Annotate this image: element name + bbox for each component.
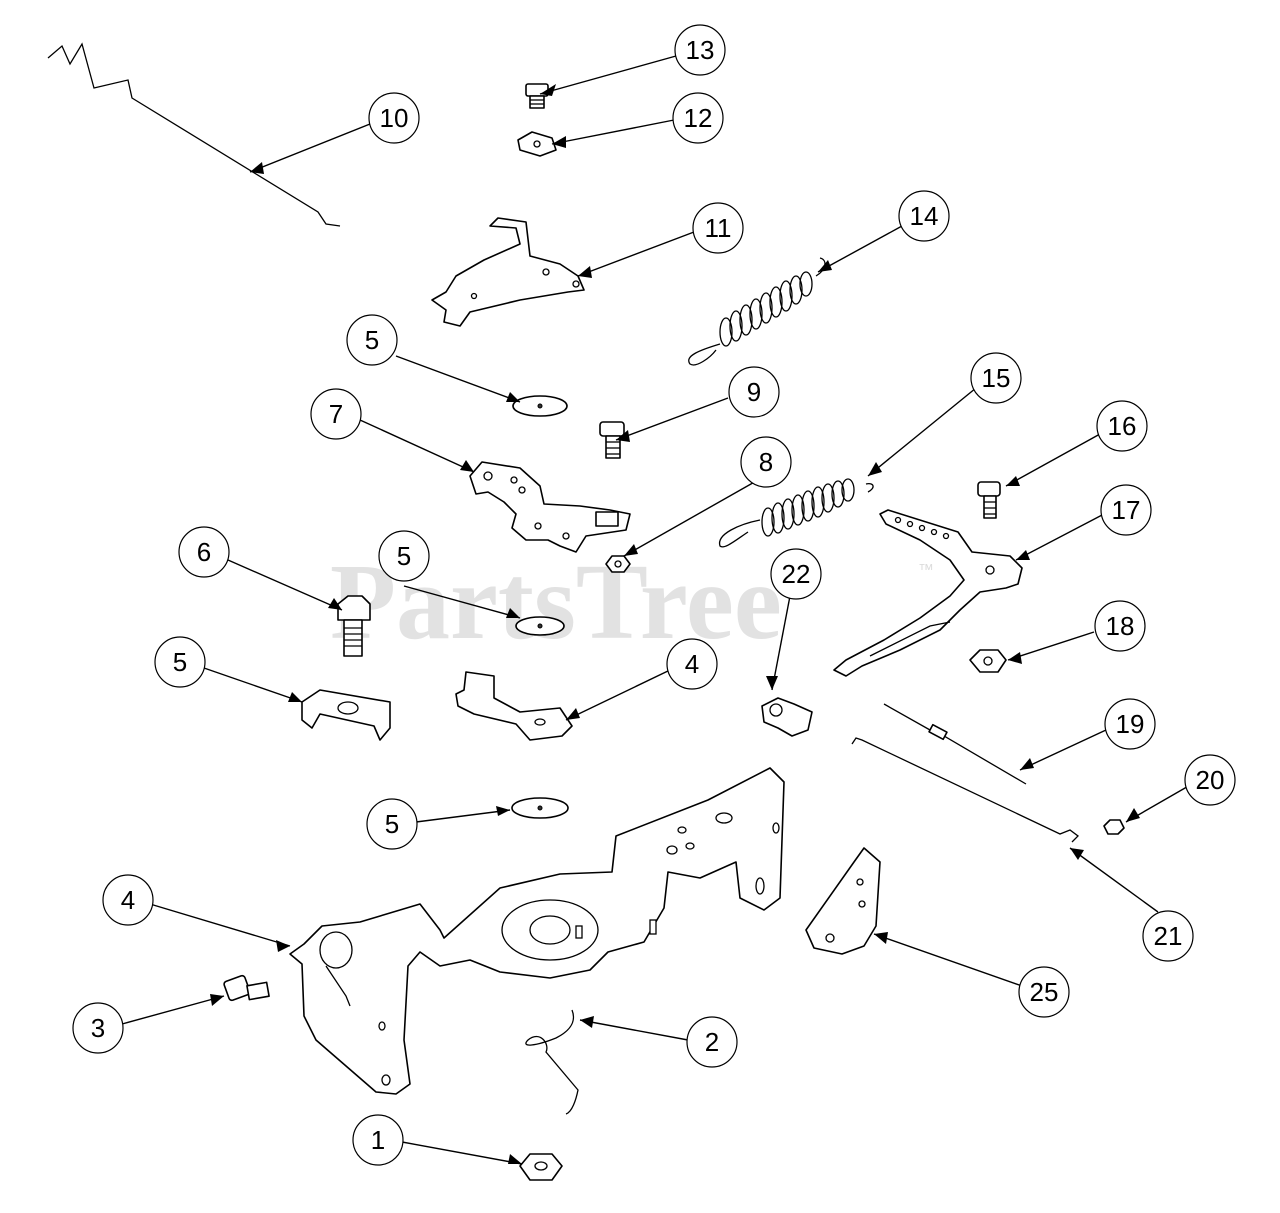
callout-6[interactable]: 4: [666, 638, 718, 690]
part-15-screw[interactable]: [525, 83, 549, 109]
callout-1[interactable]: 1: [352, 1114, 404, 1166]
leader-arrowheads: [210, 84, 1140, 1164]
callout-22-label: 20: [1196, 765, 1225, 795]
part-18-screw[interactable]: [977, 481, 1001, 519]
part-11-screw[interactable]: [599, 421, 625, 459]
part-20-nut[interactable]: [969, 649, 1007, 673]
callout-13[interactable]: 11: [692, 202, 744, 254]
callout-23-label: 21: [1154, 921, 1183, 951]
part-16-long-spring[interactable]: [688, 257, 826, 366]
leader-lines: [121, 55, 1193, 1165]
callout-21-label: 19: [1116, 709, 1145, 739]
callout-9-label: 7: [329, 399, 343, 429]
callout-19-label: 17: [1112, 495, 1141, 525]
callout-20-label: 18: [1106, 611, 1135, 641]
callout-15[interactable]: 13: [674, 24, 726, 76]
part-3-screw[interactable]: [223, 974, 270, 1002]
part-13-throttle-bracket[interactable]: [431, 217, 585, 327]
callout-21[interactable]: 19: [1104, 698, 1156, 750]
callout-20[interactable]: 18: [1094, 600, 1146, 652]
part-22-nut[interactable]: [1103, 819, 1125, 835]
callout-4-label: 4: [121, 885, 135, 915]
callout-5-bottom[interactable]: 5: [366, 798, 418, 850]
part-5-washer-middle[interactable]: [515, 616, 565, 636]
callout-24[interactable]: 22: [770, 548, 822, 600]
callout-11-label: 9: [747, 377, 761, 407]
callout-3-label: 3: [91, 1013, 105, 1043]
callout-8[interactable]: 6: [178, 526, 230, 578]
callout-12-label: 10: [380, 103, 409, 133]
callout-5-middle[interactable]: 5: [378, 530, 430, 582]
callout-5-middle-label: 5: [397, 541, 411, 571]
part-5-washer-bottom[interactable]: [511, 797, 569, 819]
callout-11[interactable]: 9: [728, 366, 780, 418]
callout-12[interactable]: 10: [368, 92, 420, 144]
callout-25-label: 25: [1030, 977, 1059, 1007]
callout-3[interactable]: 3: [72, 1002, 124, 1054]
callout-4[interactable]: 4: [102, 874, 154, 926]
callout-18-label: 16: [1108, 411, 1137, 441]
callout-16-label: 14: [910, 201, 939, 231]
callout-5-top[interactable]: 5: [346, 314, 398, 366]
part-25-small-plate[interactable]: [805, 847, 881, 955]
callout-18[interactable]: 16: [1096, 400, 1148, 452]
part-12-governor-link-rod[interactable]: [47, 42, 341, 227]
callout-15-label: 13: [686, 35, 715, 65]
callout-6-label: 4: [685, 649, 699, 679]
part-1-nut[interactable]: [519, 1153, 563, 1181]
callout-24-label: 22: [782, 559, 811, 589]
callout-8-label: 6: [197, 537, 211, 567]
callout-16[interactable]: 14: [898, 190, 950, 242]
callout-7-label: 5: [173, 647, 187, 677]
callout-5-top-label: 5: [365, 325, 379, 355]
callout-17[interactable]: 15: [970, 352, 1022, 404]
callout-14[interactable]: 12: [672, 92, 724, 144]
callout-25[interactable]: 25: [1018, 966, 1070, 1018]
part-17-short-spring[interactable]: [719, 478, 874, 548]
callout-14-label: 12: [684, 103, 713, 133]
callout-10[interactable]: 8: [740, 436, 792, 488]
part-14-washer[interactable]: [517, 131, 557, 157]
part-6-lever-plate[interactable]: [455, 671, 573, 741]
part-9-governor-lever[interactable]: [469, 461, 631, 553]
part-4-control-bracket[interactable]: [289, 767, 785, 1095]
part-7-bracket[interactable]: [301, 689, 391, 741]
callout-19[interactable]: 17: [1100, 484, 1152, 536]
part-21-wire-link[interactable]: [883, 703, 1027, 785]
watermark-trademark: ™: [918, 562, 934, 579]
callout-2[interactable]: 2: [686, 1016, 738, 1068]
callout-13-label: 11: [705, 213, 732, 243]
callout-7[interactable]: 5: [154, 636, 206, 688]
part-5-washer-top[interactable]: [512, 395, 568, 417]
part-8-shoulder-bolt[interactable]: [337, 595, 371, 657]
callout-17-label: 15: [982, 363, 1011, 393]
callout-9[interactable]: 7: [310, 388, 362, 440]
callout-5-bottom-label: 5: [385, 809, 399, 839]
callout-22[interactable]: 20: [1184, 754, 1236, 806]
callout-1-label: 1: [371, 1125, 385, 1155]
part-23-wire-link[interactable]: [851, 737, 1079, 843]
part-10-nut[interactable]: [605, 555, 631, 573]
callout-10-label: 8: [759, 447, 773, 477]
part-2-spring-clip[interactable]: [525, 1009, 579, 1115]
callout-2-label: 2: [705, 1027, 719, 1057]
part-24-clip[interactable]: [761, 697, 813, 737]
callout-23[interactable]: 21: [1142, 910, 1194, 962]
part-19-control-lever[interactable]: [833, 509, 1023, 677]
